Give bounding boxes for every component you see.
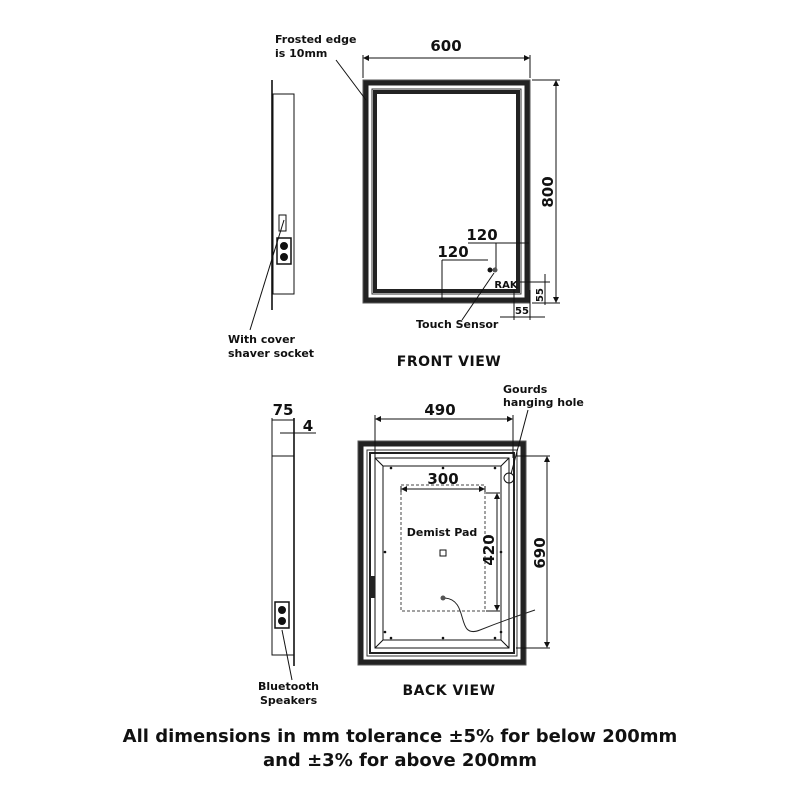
pad-height-value: 420	[480, 534, 498, 565]
frosted-edge-label-2: is 10mm	[275, 47, 327, 60]
corner-dimensions	[500, 274, 550, 320]
tolerance-note-line2: and ±3% for above 200mm	[262, 750, 538, 771]
demist-pad	[400, 484, 486, 612]
shaver-label-2: shaver socket	[228, 347, 314, 360]
front-height-dimension	[532, 79, 560, 304]
tolerance-note-line1: All dimensions in mm tolerance ±5% for b…	[122, 726, 678, 747]
power-cable	[444, 597, 536, 633]
pad-height-dimension	[486, 492, 500, 612]
speaker-label-1: Bluetooth	[258, 680, 319, 693]
glass-value: 4	[303, 417, 313, 435]
pad-width-dimension	[400, 486, 486, 492]
front-side-profile	[249, 80, 295, 331]
shaver-label-1: With cover	[228, 333, 296, 346]
sensor-x-value: 120	[466, 226, 497, 244]
back-width-dimension	[374, 415, 514, 458]
back-height-value: 690	[531, 537, 549, 568]
demist-switch-icon	[439, 549, 447, 557]
back-width-value: 490	[424, 401, 455, 419]
hanging-hole-label-2: hanging hole	[503, 396, 584, 409]
sensor-y-value: 120	[437, 243, 468, 261]
speaker-label-2: Speakers	[260, 694, 318, 707]
back-view-title: BACK VIEW	[402, 683, 495, 699]
corner-x-value: 55	[515, 306, 529, 317]
front-width-dimension	[362, 55, 531, 78]
touch-sensor-icon	[487, 267, 493, 273]
front-view-title: FRONT VIEW	[397, 354, 501, 370]
front-height-value: 800	[539, 176, 557, 207]
front-mirror	[362, 79, 531, 304]
frosted-edge-label-1: Frosted edge	[275, 33, 356, 46]
bluetooth-speaker	[274, 601, 290, 629]
back-height-dimension	[516, 455, 550, 649]
brand-label: RAK	[494, 280, 518, 291]
shaver-socket	[276, 237, 292, 265]
hanging-hole-icon	[503, 472, 515, 484]
sensor-offset-dimensions	[441, 242, 529, 300]
hanging-hole-label-1: Gourds	[503, 383, 548, 396]
corner-y-value: 55	[535, 288, 546, 302]
depth-value: 75	[273, 401, 294, 419]
back-side-profile	[271, 418, 316, 681]
pad-width-value: 300	[427, 470, 458, 488]
demist-pad-label: Demist Pad	[407, 526, 478, 539]
touch-sensor-label: Touch Sensor	[416, 318, 499, 331]
front-width-value: 600	[430, 37, 461, 55]
